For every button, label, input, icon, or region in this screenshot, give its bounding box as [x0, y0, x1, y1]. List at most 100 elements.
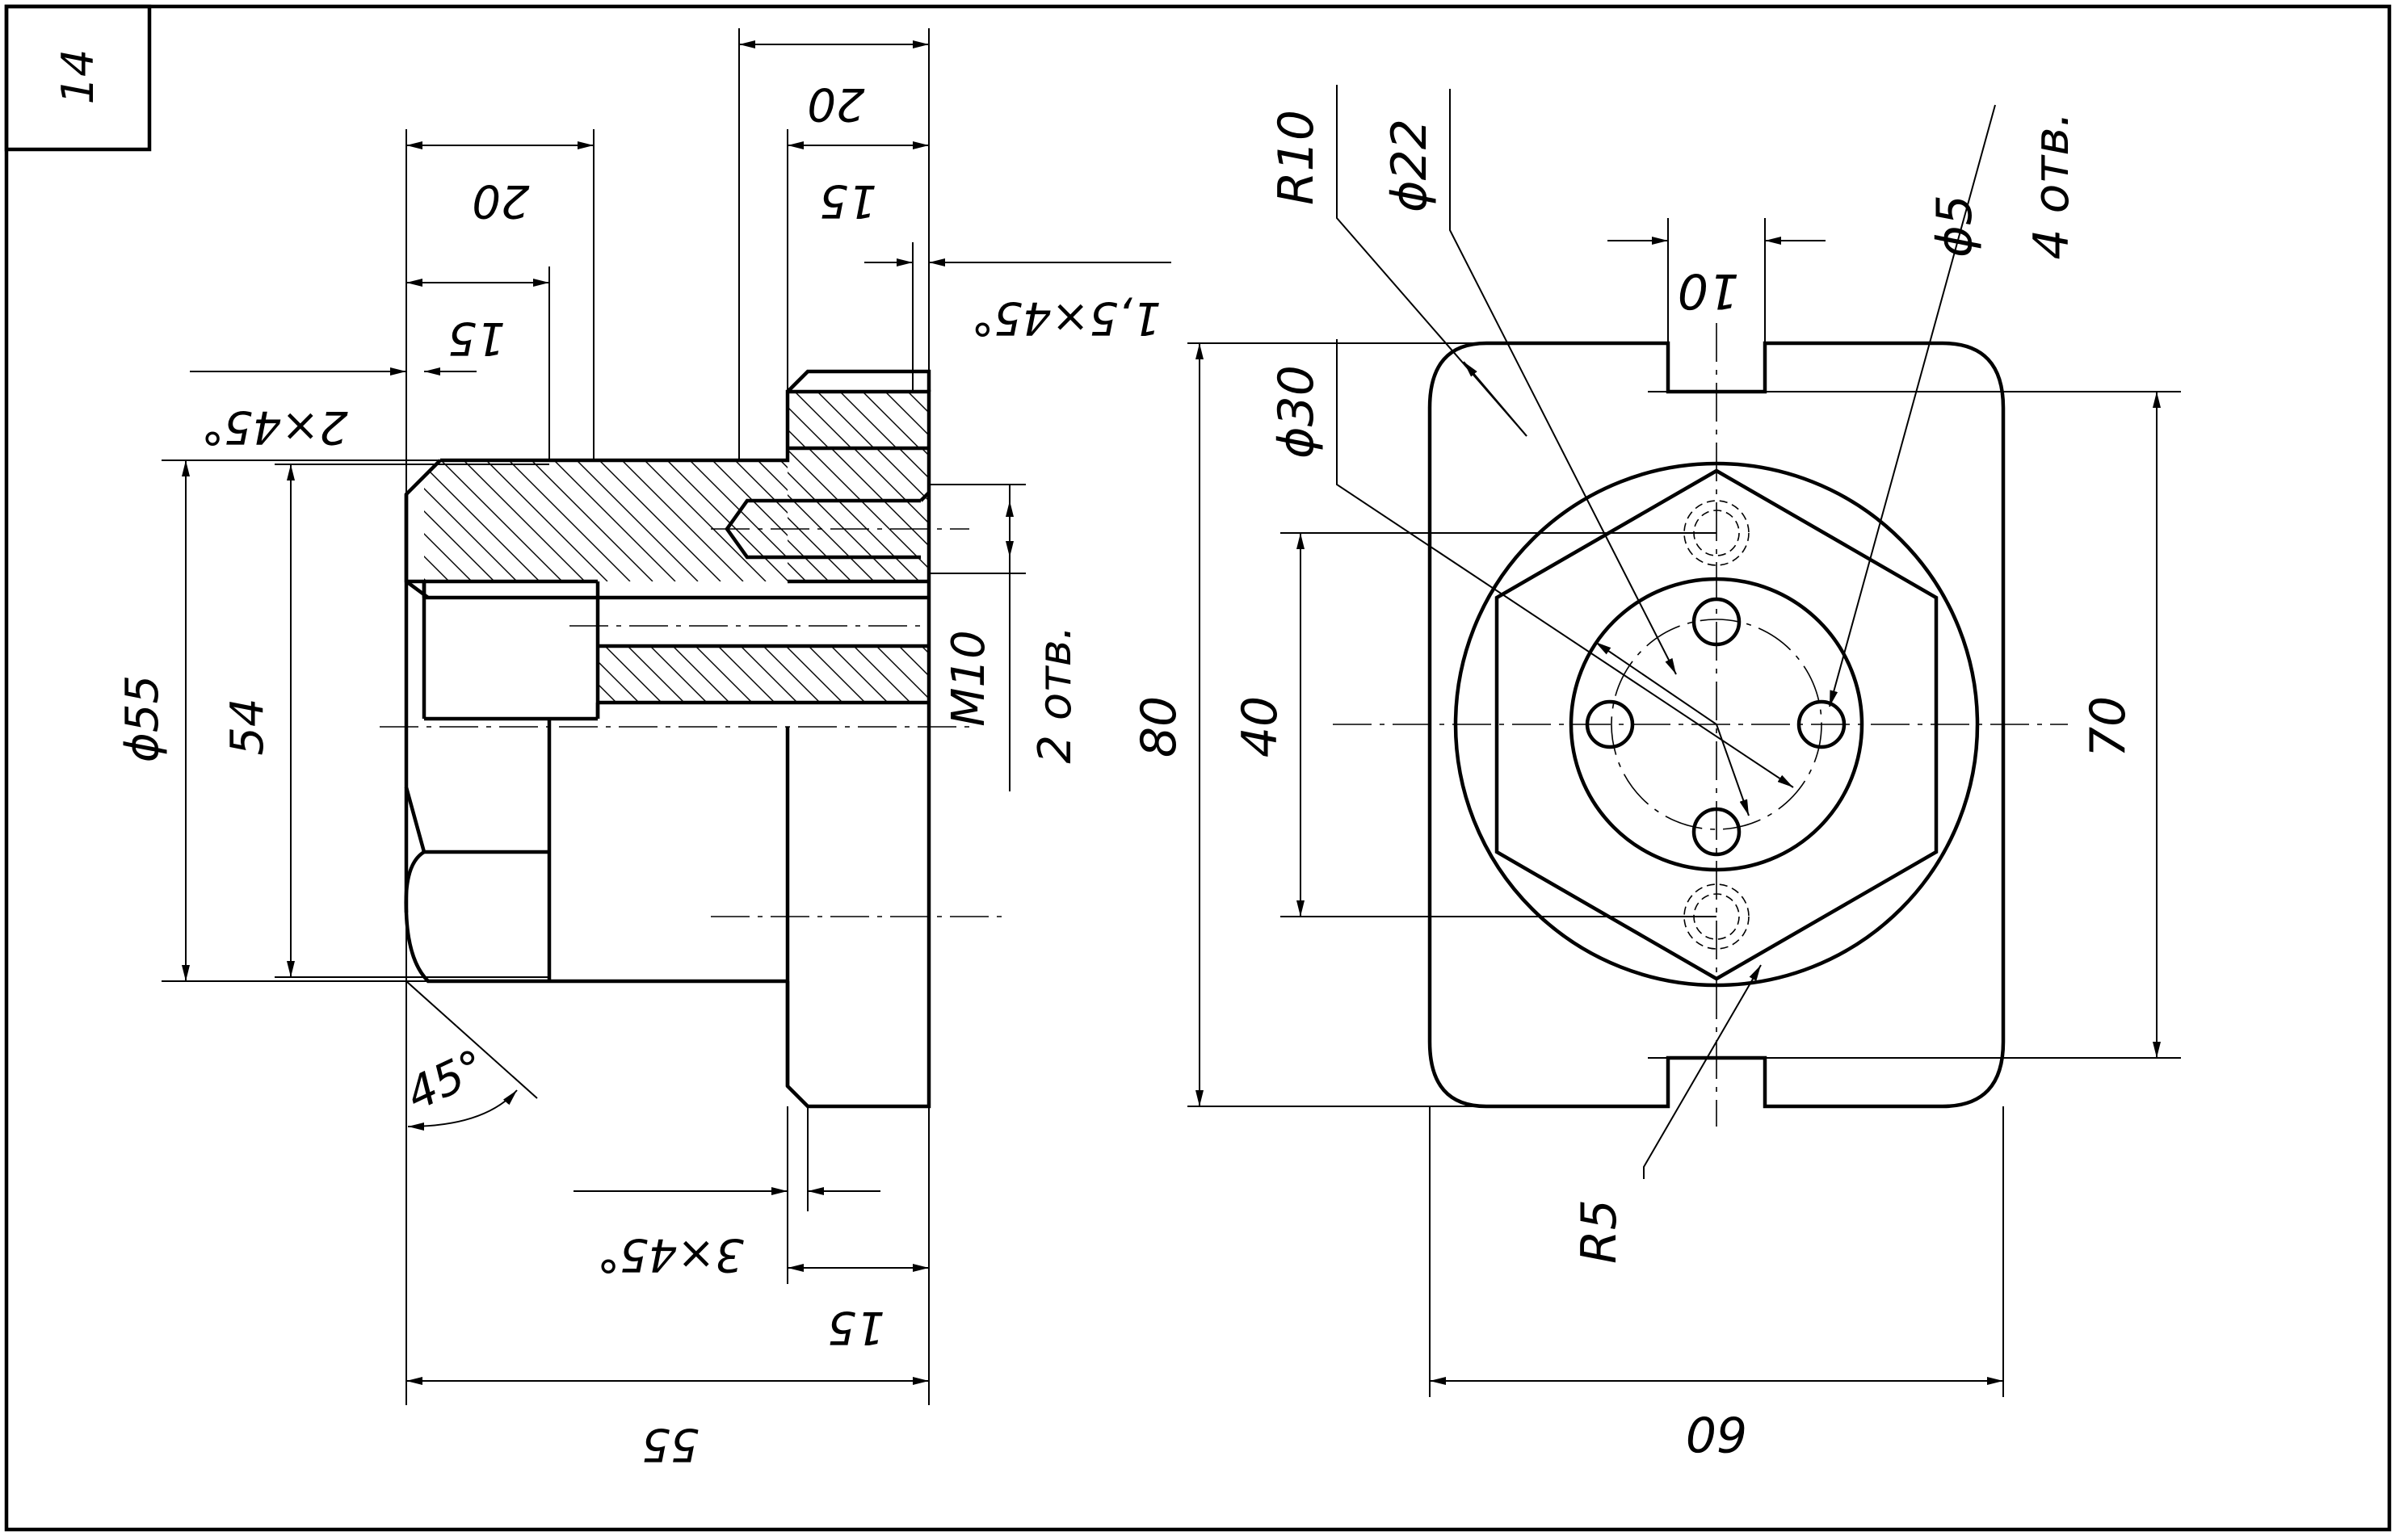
- dim-radius-corner: R10: [1268, 110, 1325, 205]
- dim-chamfer-hex: 2×45°: [201, 401, 348, 453]
- left-view-dimensions: [162, 28, 1171, 1405]
- hatch-line: [788, 448, 830, 582]
- hatch-line: [424, 460, 473, 581]
- hatch-line: [779, 460, 788, 581]
- hatch-line: [424, 460, 495, 581]
- hatch-line: [727, 392, 784, 448]
- hatch-line: [830, 646, 889, 703]
- hidden-hole-bottom: [1683, 883, 1750, 950]
- hatch-line: [862, 392, 920, 448]
- dim-thread-depth: 15: [819, 174, 876, 227]
- dim-holes-count: 4 отв.: [2023, 111, 2080, 259]
- hatch-line: [734, 460, 788, 581]
- hatch-line: [424, 460, 540, 581]
- hatch-line: [788, 448, 807, 582]
- dim-hex-length: 20: [472, 174, 529, 227]
- hatch-line: [740, 646, 798, 703]
- dim-height-overall: 80: [1131, 696, 1187, 757]
- dim-slot-width: 10: [1678, 262, 1739, 319]
- hatch-line: [598, 646, 617, 703]
- hatch-line: [621, 460, 744, 581]
- hatch-line: [898, 448, 929, 582]
- hatch-line: [712, 460, 788, 581]
- hatch-line: [598, 646, 640, 703]
- hatch-line: [537, 646, 594, 703]
- hatch-line: [649, 646, 708, 703]
- dim-hex-step: 15: [447, 312, 505, 364]
- hatch-line: [853, 448, 929, 582]
- hatch-line: [785, 646, 843, 703]
- right-view-labels: 80 40 70 60 10 R10 ϕ22 ϕ30 ϕ5 4 отв. R5: [1131, 110, 2137, 1462]
- hatch-line: [283, 460, 404, 581]
- hatch-line: [788, 448, 875, 582]
- dim-thread-count: 2 отв.: [1029, 625, 1082, 763]
- hatch-line: [424, 460, 450, 581]
- dim-slot-radius: R5: [1571, 1199, 1628, 1264]
- dim-circle-diameter: ϕ30: [1268, 365, 1325, 459]
- hatch-line: [576, 460, 699, 581]
- hatch-line: [440, 460, 563, 581]
- hatch-line: [604, 646, 662, 703]
- left-view-section: [283, 369, 1002, 1109]
- hatch-line: [763, 646, 821, 703]
- plate-outline: [1427, 341, 2006, 1109]
- hatch-line: [463, 460, 586, 581]
- hatch-line: [921, 448, 929, 582]
- hidden-hole-top: [1683, 500, 1750, 566]
- section-hatching: [283, 392, 987, 703]
- dim-width-overall: 60: [1686, 1405, 1747, 1462]
- hatch-line: [531, 460, 653, 581]
- hatch-line: [424, 460, 427, 581]
- dim-height-inner: 70: [2080, 696, 2137, 757]
- hatch-line: [666, 460, 788, 581]
- hatch-line: [788, 448, 852, 582]
- hatch-line: [650, 448, 784, 581]
- hatch-line: [644, 460, 767, 581]
- sheet-number: 14: [53, 49, 103, 105]
- sheet-frame: [4, 4, 2392, 1532]
- hatch-line: [884, 392, 929, 448]
- hatch-line: [808, 646, 866, 703]
- hatch-line: [788, 392, 830, 448]
- hex-outline: [1494, 468, 1939, 981]
- hatch-line: [788, 448, 920, 582]
- hatch-line: [794, 392, 852, 448]
- hatch-line: [876, 448, 929, 582]
- hatch-line: [817, 392, 875, 448]
- dim-flange-thickness: 15: [827, 1301, 884, 1353]
- dim-overall-length: 55: [641, 1418, 699, 1471]
- dim-flange-total: 20: [807, 78, 864, 130]
- hatch-line: [485, 460, 608, 581]
- right-view: [1333, 323, 2068, 1127]
- hatch-line: [553, 460, 676, 581]
- dim-bolt-circle: 40: [1232, 696, 1288, 757]
- hatch-line: [931, 392, 987, 448]
- hatch-line: [808, 448, 929, 582]
- hatch-line: [695, 646, 753, 703]
- hatch-line: [689, 460, 788, 581]
- hatch-line: [508, 460, 631, 581]
- hatch-line: [788, 392, 807, 448]
- hatch-line: [599, 460, 721, 581]
- hatch-line: [717, 646, 775, 703]
- dim-outer-diameter: ϕ55: [116, 675, 169, 762]
- hatch-line: [627, 646, 685, 703]
- left-view-labels: 55 15 3×45° 20 15 1,5×45° 20 15 2×45° ϕ5…: [116, 78, 1162, 1471]
- hatch-line: [839, 392, 897, 448]
- dim-across-flats: 54: [221, 698, 274, 755]
- hatch-line: [757, 460, 788, 581]
- hatch-line: [907, 392, 929, 448]
- sheet-number-box: [4, 4, 152, 152]
- dim-chamfer-top: 1,5×45°: [971, 292, 1161, 344]
- hatch-line: [672, 646, 730, 703]
- dim-bore-diameter: ϕ22: [1381, 119, 1438, 212]
- hatch-line: [876, 646, 929, 703]
- dim-thread: M10: [943, 630, 995, 727]
- right-view-dimensions: [1187, 85, 2181, 1397]
- hatch-line: [830, 448, 929, 582]
- dim-hole-diameter: ϕ5: [1927, 195, 1983, 258]
- hatch-line: [788, 448, 897, 582]
- hatch-line: [853, 646, 911, 703]
